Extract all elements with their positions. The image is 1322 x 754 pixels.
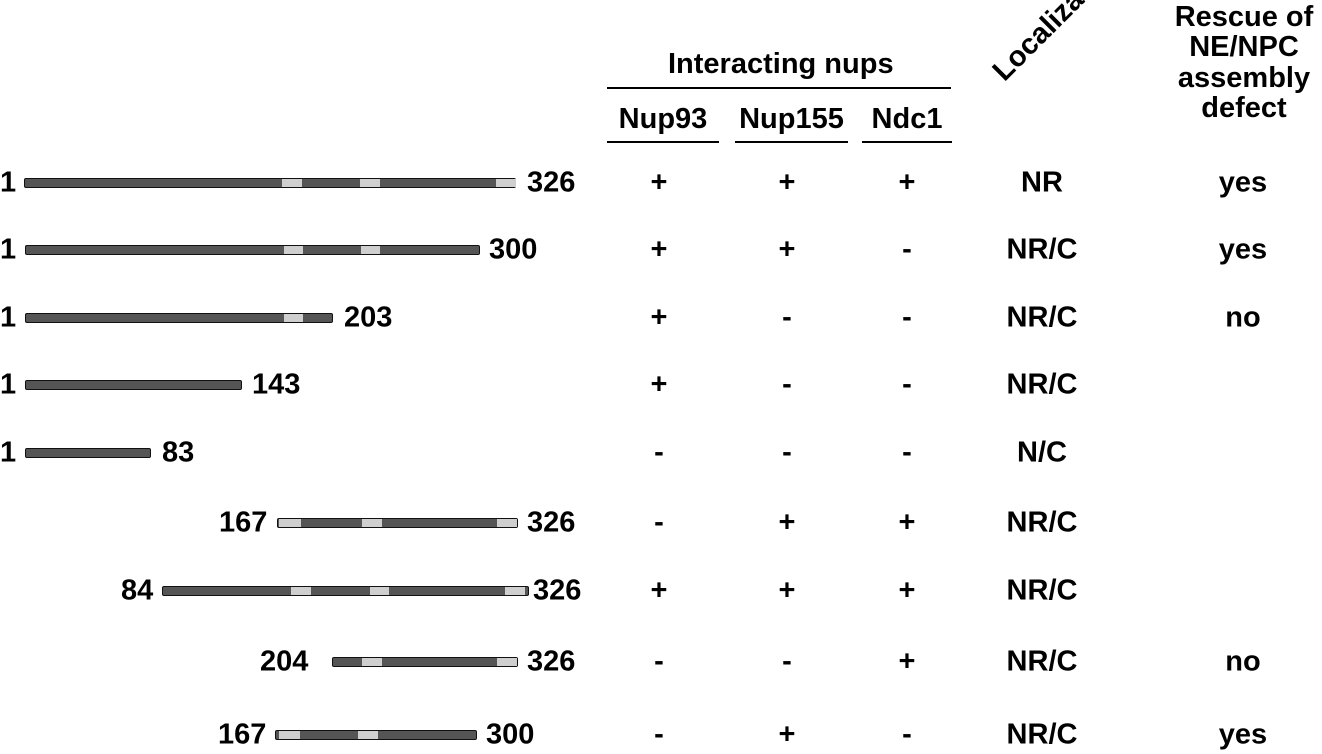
loc-cell-6: NR/C [1006,574,1078,607]
construct-end-3: 143 [252,368,301,401]
ndc1-cell-7: + [898,645,916,678]
rescue-cell-1: yes [1218,233,1268,266]
construct-bar-8 [275,730,477,740]
nup93-cell-3: + [650,368,668,401]
construct-motif-7-0 [362,658,382,666]
construct-end-6: 326 [533,574,582,607]
ndc1-cell-2: - [902,301,912,334]
ndc1-cell-4: - [902,436,912,469]
construct-end-2: 203 [344,301,393,334]
ndc1-cell-8: - [902,718,912,751]
ndc1-cell-0: + [898,166,916,199]
nup93-cell-5: - [654,506,664,539]
nup155-cell-1: + [778,233,796,266]
construct-end-4: 83 [162,436,195,469]
col-underline-nup93 [607,141,719,143]
nup93-cell-6: + [650,574,668,607]
construct-bar-1 [25,245,480,255]
construct-motif-8-1 [358,731,378,739]
rescue-cell-7: no [1225,645,1261,678]
construct-bar-2 [25,313,333,323]
construct-motif-2-0 [284,314,303,322]
loc-cell-3: NR/C [1006,368,1078,401]
nup155-cell-2: - [782,301,792,334]
rescue-cell-8: yes [1218,718,1268,751]
construct-motif-8-0 [279,731,300,739]
nup93-cell-2: + [650,301,668,334]
nup93-cell-8: - [654,718,664,751]
construct-start-6: 84 [121,574,154,607]
construct-start-0: 1 [0,166,17,199]
interacting-nups-title: Interacting nups [668,48,894,80]
ndc1-cell-1: - [902,233,912,266]
construct-start-4: 1 [0,436,17,469]
loc-cell-0: NR [1021,166,1063,199]
construct-motif-0-0 [282,179,302,187]
interacting-nups-underline [607,87,951,89]
loc-cell-5: NR/C [1006,506,1078,539]
col-header-nup155: Nup155 [739,103,844,135]
construct-motif-0-2 [496,179,516,187]
construct-start-7: 204 [260,645,309,678]
nup93-cell-0: + [650,166,668,199]
construct-bar-5 [277,518,518,528]
construct-bar-0 [24,178,516,188]
col-header-ndc1: Ndc1 [871,103,943,135]
construct-bar-3 [25,380,242,390]
construct-bar-6 [162,586,529,596]
construct-end-1: 300 [489,233,538,266]
construct-motif-6-2 [505,587,525,595]
construct-motif-5-1 [362,519,382,527]
construct-motif-5-2 [497,519,517,527]
nup93-cell-7: - [654,645,664,678]
nup155-cell-6: + [778,574,796,607]
nup155-cell-3: - [782,368,792,401]
construct-end-8: 300 [486,718,535,751]
loc-cell-8: NR/C [1006,718,1078,751]
construct-end-5: 326 [527,506,576,539]
rescue-header: Rescue of NE/NPC assembly defect [1174,1,1314,125]
col-underline-ndc1 [862,141,952,143]
construct-end-0: 326 [527,166,576,199]
construct-motif-1-0 [284,246,303,254]
construct-motif-0-1 [360,179,380,187]
construct-start-3: 1 [0,368,17,401]
loc-cell-1: NR/C [1006,233,1078,266]
ndc1-cell-3: - [902,368,912,401]
construct-motif-6-0 [291,587,311,595]
construct-bar-7 [332,657,518,667]
construct-start-2: 1 [0,301,17,334]
loc-cell-7: NR/C [1006,645,1078,678]
nup155-cell-8: + [778,718,796,751]
construct-motif-7-1 [497,658,517,666]
construct-start-5: 167 [219,506,268,539]
col-underline-nup155 [735,141,848,143]
rescue-cell-2: no [1225,301,1261,334]
nup155-cell-4: - [782,436,792,469]
loc-cell-2: NR/C [1006,301,1078,334]
construct-motif-5-0 [279,519,301,527]
construct-start-1: 1 [0,233,17,266]
construct-motif-6-1 [370,587,389,595]
nup155-cell-5: + [778,506,796,539]
nup93-cell-4: - [654,436,664,469]
nup93-cell-1: + [650,233,668,266]
col-header-nup93: Nup93 [618,103,708,135]
construct-motif-1-1 [361,246,380,254]
localization-header: Localization [986,0,1128,88]
construct-start-8: 167 [218,718,267,751]
construct-bar-4 [25,448,151,458]
loc-cell-4: N/C [1017,436,1067,469]
nup155-cell-7: - [782,645,792,678]
construct-end-7: 326 [527,645,576,678]
nup155-cell-0: + [778,166,796,199]
ndc1-cell-6: + [898,574,916,607]
ndc1-cell-5: + [898,506,916,539]
rescue-cell-0: yes [1218,166,1268,199]
